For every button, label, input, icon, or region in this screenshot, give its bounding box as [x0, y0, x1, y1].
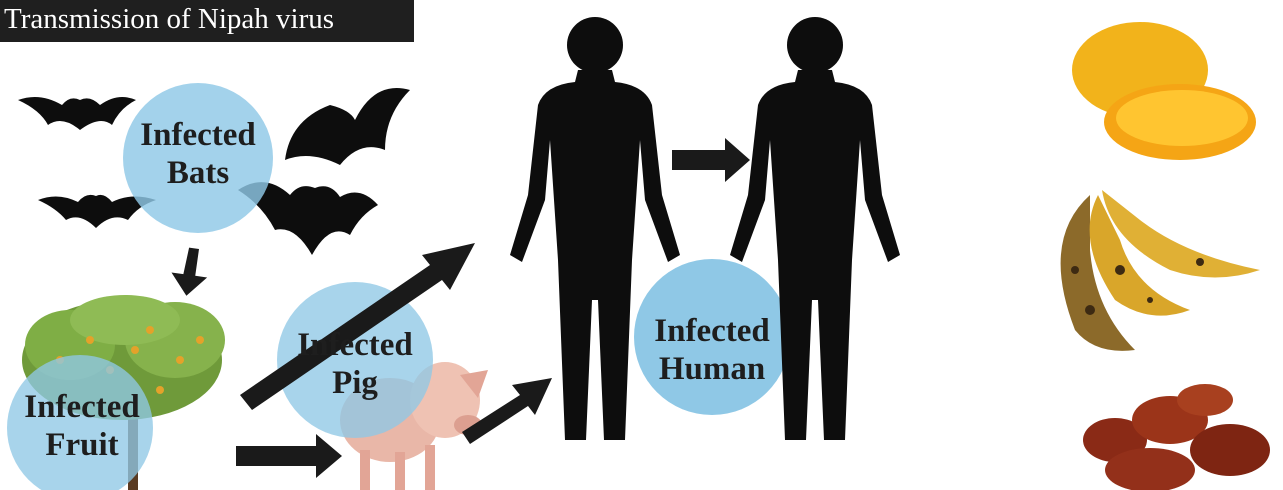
bats-label-line1: Infected: [123, 116, 273, 154]
fruit-label-line1: Infected: [7, 388, 157, 426]
pig-label-line2: Pig: [280, 364, 430, 402]
bats-label: Infected Bats: [123, 116, 273, 192]
bat-icon: [18, 97, 136, 130]
diagram-title: Transmission of Nipah virus: [0, 0, 414, 42]
fruit-label: Infected Fruit: [7, 388, 157, 464]
pig-label-line1: Infected: [280, 326, 430, 364]
human-label: Infected Human: [632, 312, 792, 388]
human-label-line1: Infected: [632, 312, 792, 350]
bat-icon: [285, 88, 410, 165]
arrow-bats-to-fruit: [169, 246, 211, 299]
bats-label-line2: Bats: [123, 154, 273, 192]
arrow-fruit-to-pig: [236, 434, 342, 478]
human-label-line2: Human: [632, 350, 792, 388]
dates-image: [1083, 384, 1270, 490]
fruit-label-line2: Fruit: [7, 426, 157, 464]
arrow-human-to-human: [672, 138, 750, 182]
pig-label: Infected Pig: [280, 326, 430, 402]
banana-image: [1061, 190, 1260, 351]
mango-image: [1072, 22, 1256, 160]
